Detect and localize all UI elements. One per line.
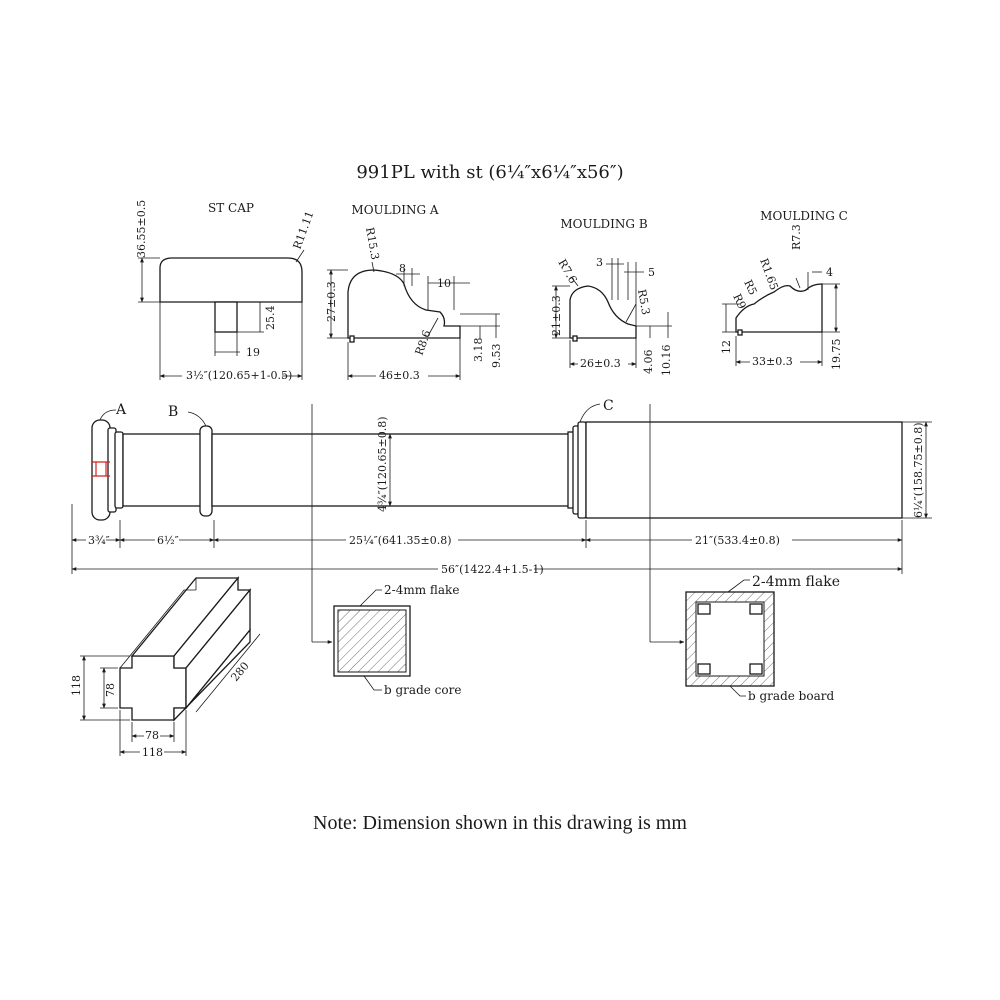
core-grade-label: b grade core	[384, 683, 461, 697]
moulding-b-dim-5: 5	[648, 266, 655, 279]
moulding-b-dim-1016: 10.16	[660, 345, 673, 377]
st-cap-label: ST CAP	[208, 201, 254, 215]
moulding-c-profile	[735, 283, 823, 333]
st-cap-width-dim: 3½″(120.65+1-0.5)	[186, 369, 292, 382]
moulding-b-label: MOULDING B	[560, 217, 647, 231]
core-section-hatch	[337, 609, 407, 673]
moulding-c-dim-4: 4	[826, 266, 833, 279]
column-shaft	[211, 433, 571, 507]
moulding-b-radius-right: R5.3	[635, 288, 652, 316]
block-dim-118-h: 118	[142, 746, 163, 759]
column-label-a: A	[115, 402, 127, 418]
moulding-a-view: MOULDING A 27±0.3 R15.3 8 10 R8.6 46±0.3	[325, 203, 503, 382]
board-grade-label: b grade board	[748, 689, 834, 703]
moulding-a-dim-8: 8	[399, 262, 406, 275]
moulding-b-profile	[569, 285, 637, 339]
moulding-a-profile	[347, 269, 461, 339]
block-dim-78-h: 78	[145, 729, 159, 742]
moulding-a-width: 46±0.3	[379, 369, 420, 382]
column-label-b: B	[168, 404, 178, 420]
moulding-c-view: MOULDING C 12 R9 R5 R1.65 R7.3 4 33±0.3 …	[720, 209, 848, 370]
moulding-b-width: 26±0.3	[580, 357, 621, 370]
moulding-c-r9: R9	[730, 292, 748, 311]
block-isometric-view: 118 78 280 78 118	[70, 576, 261, 759]
moulding-a-label: MOULDING A	[351, 203, 438, 217]
moulding-c-width: 33±0.3	[752, 355, 793, 368]
core-section-view: 2-4mm flake b grade core	[333, 583, 461, 697]
moulding-c-dim-12: 12	[720, 340, 733, 354]
moulding-b-radius-top: R7.6	[555, 257, 579, 286]
column-plinth-dim: 6¼″(158.75±0.8)	[912, 422, 925, 518]
st-cap-pin	[214, 301, 238, 333]
moulding-a-radius-top: R15.3	[363, 226, 381, 261]
moulding-a-height: 27±0.3	[325, 281, 338, 322]
block-dim-118-v: 118	[70, 675, 83, 696]
moulding-c-dim-1975: 19.75	[830, 339, 843, 371]
st-cap-view: ST CAP 36.55±0.5 R11.11 25.4 19 3½″(120.…	[135, 200, 316, 382]
moulding-a-dim-953: 9.53	[490, 344, 503, 369]
board-section-view: 2-4mm flake b grade board	[685, 574, 840, 703]
column-ring-b	[199, 425, 213, 517]
column-seg3: 25¼″(641.35±0.8)	[349, 534, 452, 547]
column-label-c: C	[603, 398, 614, 414]
board-flake-label: 2-4mm flake	[752, 574, 840, 590]
st-cap-outline	[159, 257, 303, 303]
column-elevation: A B C 4¾″(120.65±0.8) 6¼″(158.75±0.8) 3¾…	[71, 398, 932, 644]
dimension-note: Note: Dimension shown in this drawing is…	[313, 812, 687, 834]
moulding-c-r165: R1.65	[757, 257, 780, 292]
moulding-c-r5: R5	[741, 278, 759, 297]
moulding-b-height: 21±0.3	[550, 295, 563, 336]
moulding-c-label: MOULDING C	[760, 209, 848, 223]
moulding-b-view: MOULDING B 21±0.3 R7.6 3 5 R5.3 26±0.3	[550, 217, 673, 376]
moulding-b-dim-406: 4.06	[642, 350, 655, 375]
drawing-title: 991PL with st (6¼″x6¼″x56″)	[356, 162, 623, 183]
moulding-b-dim-3: 3	[596, 256, 603, 269]
moulding-c-r73: R7.3	[790, 224, 803, 250]
column-plinth	[585, 421, 903, 519]
column-seg2: 6½″	[157, 534, 179, 547]
block-dim-78-v: 78	[104, 683, 117, 697]
st-cap-radius: R11.11	[291, 209, 317, 251]
column-seg1: 3¾″	[88, 534, 110, 547]
column-shaft-dia: 4¾″(120.65±0.8)	[376, 416, 389, 512]
st-cap-pin-width: 19	[246, 346, 260, 359]
st-cap-pin-height: 25.4	[264, 306, 277, 331]
st-cap-height-dim: 36.55±0.5	[135, 200, 148, 258]
moulding-a-dim-318: 3.18	[472, 338, 485, 363]
core-flake-label: 2-4mm flake	[384, 583, 459, 597]
block-dim-280: 280	[228, 659, 251, 683]
column-base-cap	[91, 419, 111, 521]
moulding-a-dim-10: 10	[437, 277, 451, 290]
column-seg4: 21″(533.4±0.8)	[695, 534, 780, 547]
column-overall: 56″(1422.4+1.5-1)	[441, 563, 544, 576]
